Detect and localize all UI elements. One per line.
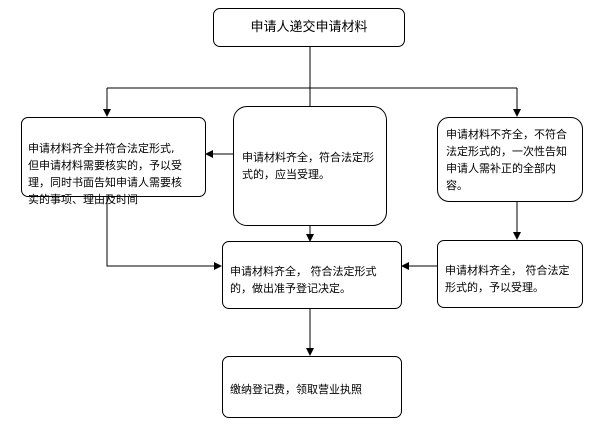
- left-node-text: 申请材料齐全并符合法定形式, 但申请材料需要核实的，予以受 理，同时书面告知申请…: [28, 142, 182, 206]
- right-node: 申请材料不齐全，不符合 法定形式的，一次性告知 申请人需补正的全部内 容。: [437, 117, 583, 202]
- decision-mid-node-text: 申请材料齐全， 符合法定形式 的，做出准予登记决定。: [230, 265, 377, 295]
- middle-node: 申请材料齐全，符合法定形 式的，应当受理。: [233, 106, 387, 226]
- final-node: 缴纳登记费，领取营业执照: [222, 356, 402, 418]
- middle-node-text: 申请材料齐全，符合法定形 式的，应当受理。: [242, 151, 374, 181]
- start-node-text: 申请人递交申请材料: [250, 20, 368, 35]
- final-node-text: 缴纳登记费，领取营业执照: [230, 383, 362, 396]
- right-node-text: 申请材料不齐全，不符合 法定形式的，一次性告知 申请人需补正的全部内 容。: [446, 127, 567, 192]
- decision-right-node: 申请材料齐全， 符合法定 形式的，予以受理。: [437, 240, 583, 308]
- connector-left-to-decision: [106, 197, 222, 270]
- start-node: 申请人递交申请材料: [213, 8, 405, 47]
- left-node: 申请材料齐全并符合法定形式, 但申请材料需要核实的，予以受 理，同时书面告知申请…: [21, 117, 206, 206]
- decision-right-node-text: 申请材料齐全， 符合法定 形式的，予以受理。: [445, 264, 570, 294]
- decision-mid-node: 申请材料齐全， 符合法定形式 的，做出准予登记决定。: [222, 241, 402, 309]
